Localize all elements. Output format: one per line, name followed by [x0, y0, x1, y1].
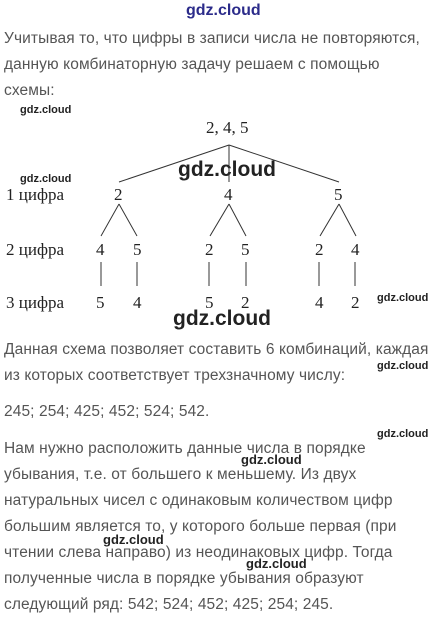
tree-root: 2, 4, 5: [206, 118, 249, 137]
tree-edge: [209, 203, 230, 237]
tree-node-l3: 2: [241, 293, 250, 312]
numbers-line: 245; 254; 425; 452; 524; 542.: [4, 403, 210, 420]
row-label-3: 3 цифра: [6, 293, 65, 312]
tree-edge: [228, 203, 247, 237]
tree-node-l2: 5: [241, 240, 250, 259]
final-line-4: большим является то, у которого больше п…: [4, 518, 397, 535]
final-line-7: следующий ряд: 542; 524; 452; 425; 254; …: [4, 596, 334, 613]
tree-node-l2: 4: [96, 240, 105, 259]
tree-node-l1: 4: [224, 185, 233, 204]
final-line-5: чтении слева направо) из неодинаковых ци…: [4, 544, 393, 561]
tree-node-l2: 2: [205, 240, 214, 259]
tree-edge: [118, 144, 230, 183]
watermark: gdz.cloud: [377, 292, 429, 304]
tree-node-l3: 4: [133, 293, 142, 312]
final-line-2: убывания, т.е. от большего к меньшему. И…: [4, 466, 357, 483]
watermark: gdz.cloud: [20, 173, 72, 185]
watermark: gdz.cloud: [103, 532, 164, 547]
watermark: gdz.cloud: [377, 428, 429, 440]
middle-line-2: из которых соответствует трехзначному чи…: [4, 367, 346, 384]
tree-node-l3: 5: [205, 293, 214, 312]
intro-line-3: схемы:: [4, 82, 55, 99]
site-logo[interactable]: gdz.cloud: [186, 2, 261, 19]
intro-line-1: Учитывая то, что цифры в записи числа не…: [4, 30, 420, 47]
watermark: gdz.cloud: [20, 104, 72, 116]
watermark: gdz.cloud: [178, 158, 276, 181]
watermark: gdz.cloud: [377, 360, 429, 372]
tree-node-l1: 2: [114, 185, 123, 204]
final-line-6: полученные числа в порядке убывания обра…: [4, 570, 364, 587]
final-line-3: натуральных чисел с одинаковым количеств…: [4, 492, 393, 509]
intro-line-2: данную комбинаторную задачу решаем с пом…: [4, 56, 380, 73]
tree-node-l2: 5: [133, 240, 142, 259]
final-line-1: Нам нужно расположить данные числа в пор…: [4, 440, 366, 457]
tree-node-l1: 5: [334, 185, 343, 204]
tree-edge: [338, 203, 357, 237]
tree-edge: [100, 203, 120, 237]
middle-line-1: Данная схема позволяет составить 6 комби…: [4, 341, 429, 358]
tree-node-l2: 4: [351, 240, 360, 259]
tree-edge: [118, 203, 138, 237]
tree-node-l2: 2: [315, 240, 324, 259]
row-label-2: 2 цифра: [6, 240, 65, 259]
row-label-1: 1 цифра: [6, 185, 65, 204]
tree-node-l3: 4: [315, 293, 324, 312]
watermark: gdz.cloud: [173, 307, 271, 330]
tree-node-l3: 5: [96, 293, 105, 312]
watermark: gdz.cloud: [246, 556, 307, 571]
tree-edge: [319, 203, 340, 237]
tree-node-l3: 2: [351, 293, 360, 312]
watermark: gdz.cloud: [241, 452, 302, 467]
tree-edge: [228, 144, 340, 183]
